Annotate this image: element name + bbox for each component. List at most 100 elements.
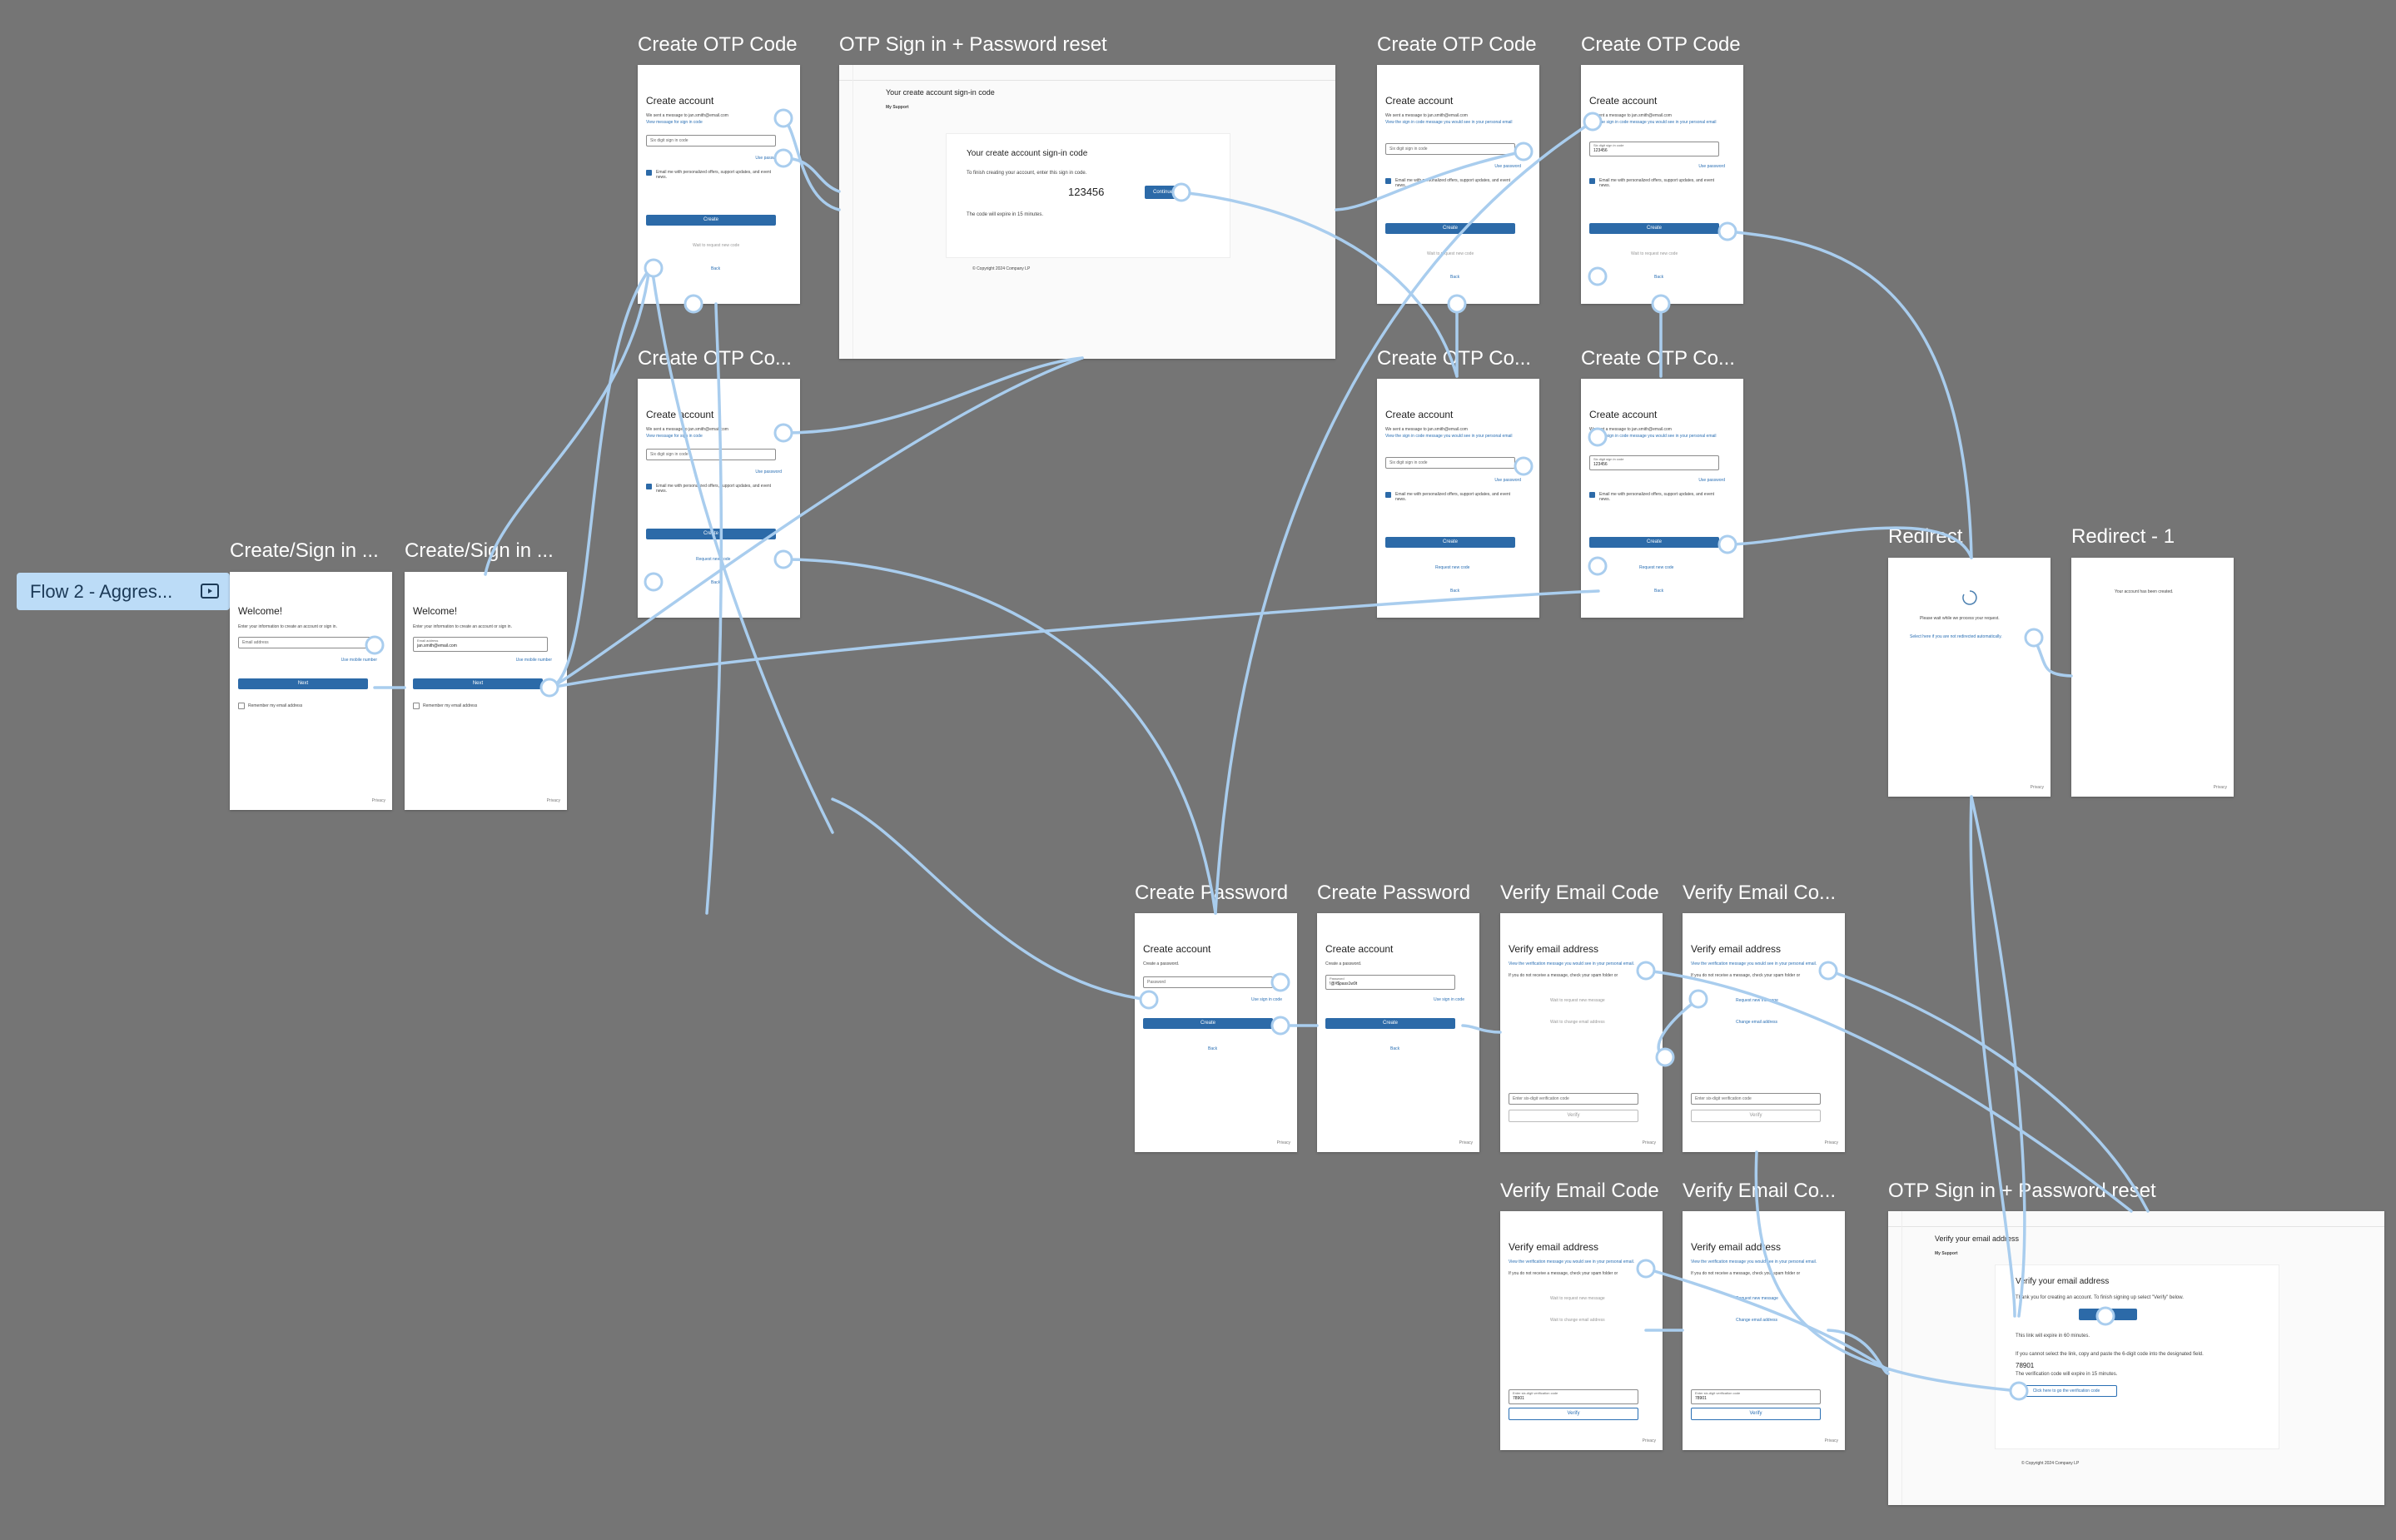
password-field[interactable]: Password !@#$pass1w9t [1325, 975, 1455, 990]
next-button[interactable]: Next [238, 678, 368, 689]
consent-checkbox[interactable] [646, 170, 652, 176]
view-verification-link[interactable]: View the verification message you would … [1691, 1259, 1817, 1264]
consent-checkbox[interactable] [1589, 178, 1595, 184]
use-mobile-link[interactable]: Use mobile number [515, 658, 552, 663]
view-verification-link[interactable]: View the verification message you would … [1509, 961, 1635, 966]
privacy-link[interactable]: Privacy [1276, 1140, 1290, 1145]
consent-checkbox[interactable] [1385, 492, 1391, 498]
frame-create-password-2[interactable]: Create account Create a password. Passwo… [1317, 913, 1479, 1152]
use-password-link[interactable]: Use password [755, 469, 782, 474]
back-link[interactable]: Back [1654, 589, 1664, 594]
frame-create-sign-in-2[interactable]: Welcome! Enter your information to creat… [405, 572, 567, 810]
play-frame-icon[interactable] [200, 581, 220, 601]
verification-code-field[interactable]: Enter six-digit verification code 78901 [1691, 1389, 1821, 1404]
frame-redirect-1[interactable]: Your account has been created. Privacy [2071, 558, 2234, 797]
verify-button[interactable]: Verify [1509, 1408, 1638, 1420]
frame-verify-2[interactable]: Verify email address View the verificati… [1683, 913, 1845, 1152]
use-sign-in-code-link[interactable]: Use sign in code [1434, 997, 1464, 1002]
verify-button[interactable]: Verify [1509, 1110, 1638, 1122]
back-link[interactable]: Back [1390, 1046, 1400, 1051]
frame-otp-b2[interactable]: Create account We sent a message to jan.… [1581, 65, 1743, 304]
view-message-link[interactable]: View the sign in code message you would … [1589, 120, 1717, 125]
privacy-link[interactable]: Privacy [1642, 1438, 1656, 1443]
email-field[interactable]: Email address [238, 637, 373, 648]
use-sign-in-code-link[interactable]: Use sign in code [1251, 997, 1282, 1002]
privacy-link[interactable]: Privacy [2030, 785, 2044, 790]
create-button[interactable]: Create [1143, 1018, 1273, 1029]
view-message-link[interactable]: View message for sign in code [646, 120, 703, 125]
frame-email-verify[interactable]: Verify your email address My Support Ver… [1888, 1211, 2384, 1505]
redirect-manual-link[interactable]: Select here if you are not redirected au… [1910, 634, 2002, 639]
request-code-link[interactable]: Request new code [1639, 565, 1674, 570]
use-password-link[interactable]: Use password [1494, 164, 1521, 169]
frame-otp-b3[interactable]: Create account We sent a message to jan.… [1377, 379, 1539, 618]
remember-checkbox[interactable] [413, 703, 420, 709]
use-mobile-link[interactable]: Use mobile number [341, 658, 377, 663]
code-field[interactable]: Six digit sign in code [1385, 143, 1515, 155]
frame-verify-1[interactable]: Verify email address View the verificati… [1500, 913, 1663, 1152]
back-link[interactable]: Back [1654, 275, 1664, 280]
frame-otp-b4[interactable]: Create account We sent a message to jan.… [1581, 379, 1743, 618]
email-field[interactable]: Email address jan.smith@email.com [413, 637, 548, 652]
create-button[interactable]: Create [1589, 537, 1719, 548]
back-link[interactable]: Back [711, 266, 721, 271]
view-message-link[interactable]: View the sign in code message you would … [1385, 120, 1513, 125]
create-button[interactable]: Create [1589, 223, 1719, 234]
privacy-link[interactable]: Privacy [1824, 1140, 1838, 1145]
back-link[interactable]: Back [1450, 589, 1460, 594]
consent-checkbox[interactable] [1589, 492, 1595, 498]
back-link[interactable]: Back [1208, 1046, 1218, 1051]
request-code-link[interactable]: Request new code [696, 557, 731, 562]
privacy-link[interactable]: Privacy [1459, 1140, 1473, 1145]
verification-code-field[interactable]: Enter six-digit verification code [1509, 1093, 1638, 1105]
create-button[interactable]: Create [646, 529, 776, 539]
privacy-link[interactable]: Privacy [1824, 1438, 1838, 1443]
remember-checkbox[interactable] [238, 703, 245, 709]
view-message-link[interactable]: View the sign in code message you would … [1589, 434, 1717, 439]
frame-redirect[interactable]: Please wait while we process your reques… [1888, 558, 2051, 797]
code-field[interactable]: Six digit sign in code 123456 [1589, 455, 1719, 470]
frame-create-password-1[interactable]: Create account Create a password. Passwo… [1135, 913, 1297, 1152]
code-field[interactable]: Six digit sign in code 123456 [1589, 142, 1719, 156]
request-new-message-link[interactable]: Request new message [1736, 998, 1778, 1003]
use-password-link[interactable]: Use password [1698, 164, 1725, 169]
verify-button[interactable]: Verify [1691, 1110, 1821, 1122]
password-field[interactable]: Password [1143, 976, 1273, 988]
back-link[interactable]: Back [1450, 275, 1460, 280]
continue-button[interactable]: Continue [1145, 186, 1181, 199]
consent-checkbox[interactable] [646, 484, 652, 489]
flow-starting-point-tag[interactable]: Flow 2 - Aggres... [17, 573, 230, 610]
frame-verify-3[interactable]: Verify email address View the verificati… [1500, 1211, 1663, 1450]
view-verification-link[interactable]: View the verification message you would … [1509, 1259, 1635, 1264]
privacy-link[interactable]: Privacy [2213, 785, 2227, 790]
view-message-link[interactable]: View the sign in code message you would … [1385, 434, 1513, 439]
view-message-link[interactable]: View message for sign in code [646, 434, 703, 439]
use-password-link[interactable]: Use password [1698, 478, 1725, 483]
code-field[interactable]: Six digit sign in code [646, 135, 776, 147]
consent-checkbox[interactable] [1385, 178, 1391, 184]
create-button[interactable]: Create [646, 215, 776, 226]
change-email-link[interactable]: Change email address [1736, 1318, 1778, 1323]
back-link[interactable]: Back [711, 580, 721, 585]
create-button[interactable]: Create [1385, 537, 1515, 548]
request-new-message-link[interactable]: Request new message [1736, 1296, 1778, 1301]
create-button[interactable]: Create [1325, 1018, 1455, 1029]
verification-code-field[interactable]: Enter six-digit verification code 78901 [1509, 1389, 1638, 1404]
next-button[interactable]: Next [413, 678, 543, 689]
frame-otp-b1[interactable]: Create account We sent a message to jan.… [1377, 65, 1539, 304]
privacy-link[interactable]: Privacy [371, 798, 385, 803]
view-verification-link[interactable]: View the verification message you would … [1691, 961, 1817, 966]
use-password-link[interactable]: Use password [755, 156, 782, 161]
change-email-link[interactable]: Change email address [1736, 1020, 1778, 1025]
verification-code-field[interactable]: Enter six-digit verification code [1691, 1093, 1821, 1105]
verify-button[interactable]: Verify [1691, 1408, 1821, 1420]
frame-email-otp[interactable]: Your create account sign-in code My Supp… [839, 65, 1335, 359]
frame-create-sign-in-1[interactable]: Welcome! Enter your information to creat… [230, 572, 392, 810]
privacy-link[interactable]: Privacy [1642, 1140, 1656, 1145]
privacy-link[interactable]: Privacy [546, 798, 560, 803]
use-password-link[interactable]: Use password [1494, 478, 1521, 483]
create-button[interactable]: Create [1385, 223, 1515, 234]
code-field[interactable]: Six digit sign in code [646, 449, 776, 460]
request-code-link[interactable]: Request new code [1435, 565, 1470, 570]
